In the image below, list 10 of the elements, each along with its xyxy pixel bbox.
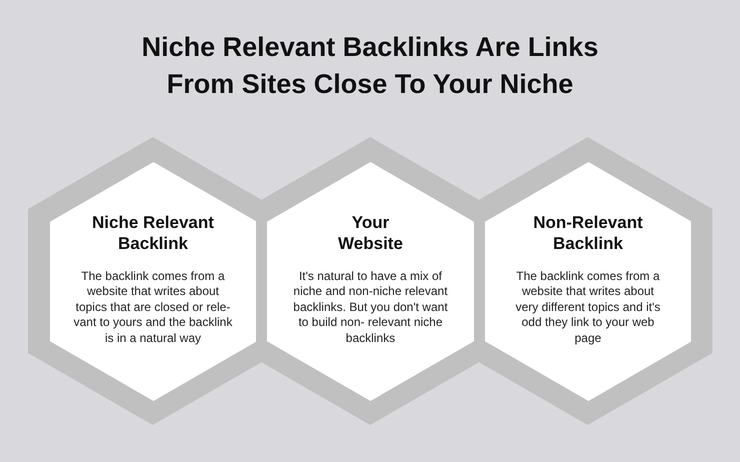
hexagon-description: The backlink comes from a website that writes about very different topics and it's odd they link to your web page	[514, 268, 662, 346]
hexagon-description: It's natural to have a mix of niche and non-niche relevant backlinks. But you don't want to build non- relevant niche backlinks	[292, 268, 449, 346]
hexagon-card	[484, 162, 692, 400]
hexagon-card	[267, 162, 474, 400]
hexagon-card	[50, 162, 256, 400]
hexagon-heading: Non-Relevant Backlink	[532, 212, 644, 254]
hexagon-heading: Niche Relevant Backlink	[91, 212, 215, 254]
hexagon-description: The backlink comes from a website that writes about topics that are closed or rele-vant to yours and the backlink is in a natural way	[72, 268, 234, 346]
hexagon-heading: Your Website	[337, 212, 404, 254]
title: Niche Relevant Backlinks Are Links From Sites Close To Your Niche	[140, 31, 600, 101]
